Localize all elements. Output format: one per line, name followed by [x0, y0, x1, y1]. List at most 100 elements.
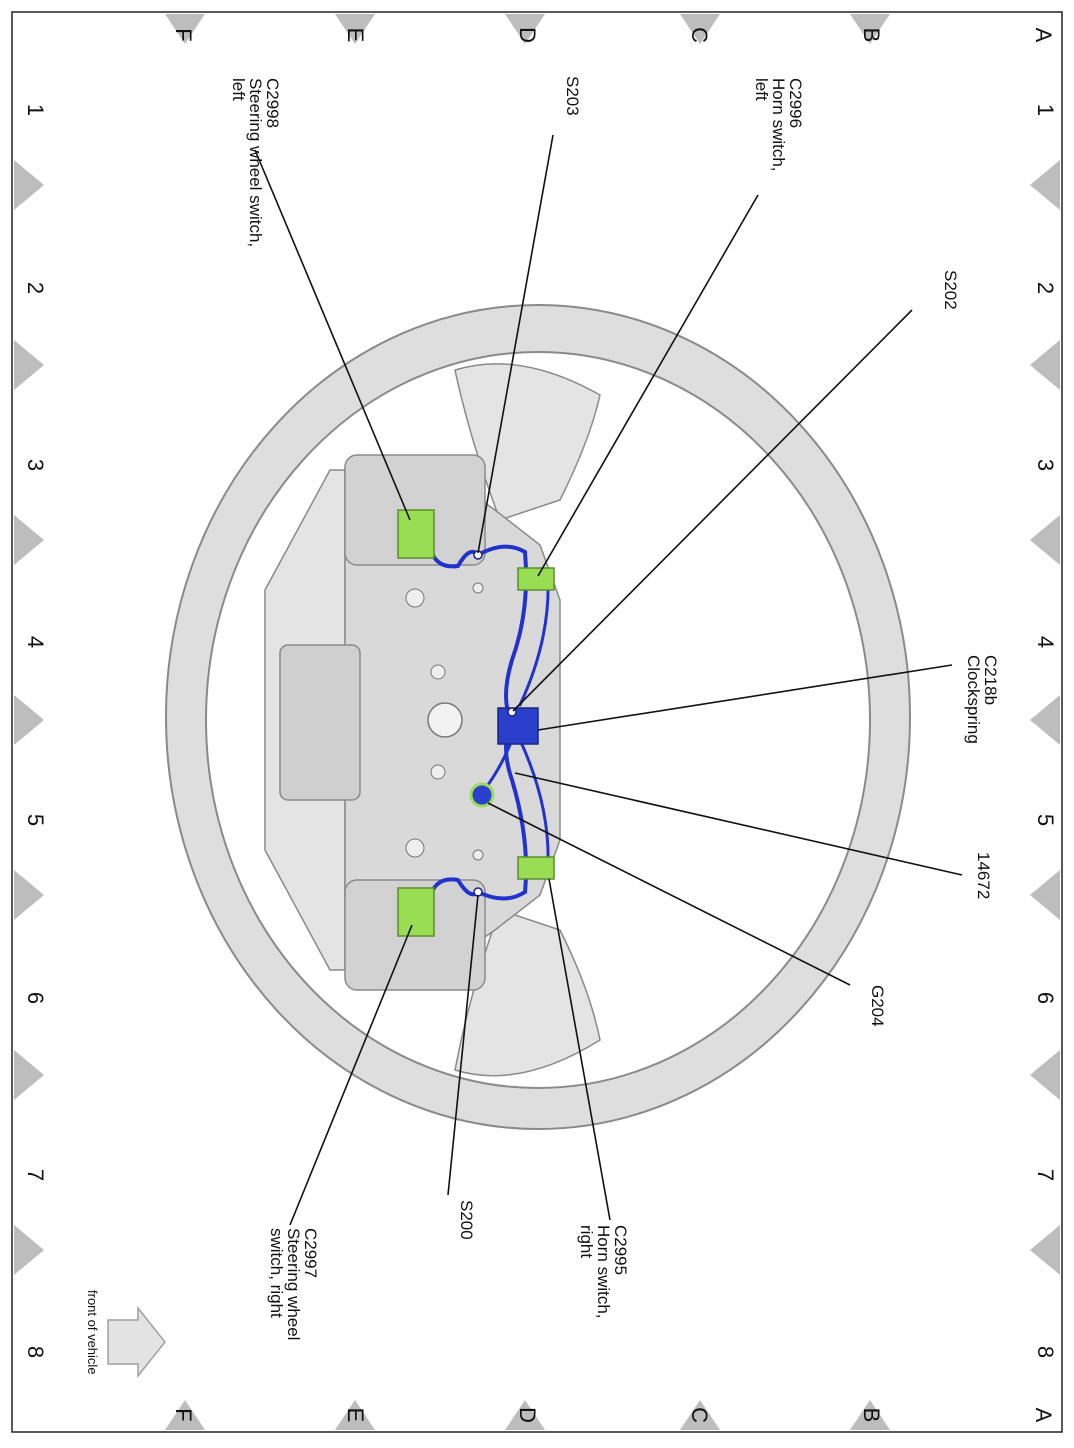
- callout-c2995-line3: right: [577, 1225, 596, 1258]
- connector-c2997: [397, 887, 435, 937]
- ground-g204: [469, 782, 495, 808]
- bolt-hole-2: [430, 764, 446, 780]
- grid-col-5-right: 5: [1033, 814, 1058, 826]
- callout-c2998-line3: left: [229, 78, 248, 101]
- callout-s202: S202: [941, 270, 960, 310]
- grid-row-f-bottom: F: [171, 1408, 196, 1421]
- connectors: [397, 509, 555, 937]
- callout-c2998: C2998 Steering wheel switch, left: [229, 78, 282, 247]
- grid-row-c-bottom: C: [687, 1407, 712, 1423]
- grid-row-e-bottom: E: [343, 1408, 368, 1423]
- grid-row-b-bottom: B: [859, 1408, 884, 1423]
- bolt-hole-1: [430, 664, 446, 680]
- grid-col-1-right: 1: [1033, 104, 1058, 116]
- splice-s200: [473, 887, 483, 897]
- callout-c2998-line1: C2998: [263, 78, 282, 128]
- grid-col-3-left: 3: [23, 459, 48, 471]
- harness-horn-upper: [518, 578, 550, 707]
- grid-col-8-right: 8: [1033, 1346, 1058, 1358]
- callout-s203-line1: S203: [563, 76, 582, 116]
- grid-col-labels-left: 1 2 3 4 5 6 7 8: [23, 104, 48, 1358]
- wheel-rim: [165, 303, 911, 1131]
- callout-c2997-line1: C2997: [301, 1228, 320, 1278]
- callout-s200: S200: [457, 1200, 476, 1240]
- callout-s203: S203: [563, 76, 582, 116]
- callout-c2996: C2996 Horn switch, left: [752, 78, 805, 172]
- grid-row-d-top: D: [515, 27, 540, 43]
- grid-row-labels-bottom: A B C D E F: [171, 1407, 1056, 1423]
- grid-row-f-top: F: [171, 28, 196, 41]
- grid-col-2-left: 2: [23, 282, 48, 294]
- grid-col-6-left: 6: [23, 992, 48, 1004]
- grid-col-labels-right: 1 2 3 4 5 6 7 8: [1033, 104, 1058, 1358]
- bolt-hole-6: [472, 849, 484, 861]
- callout-c2995-line2: Horn switch,: [594, 1225, 613, 1319]
- grid-row-d-bottom: D: [515, 1407, 540, 1423]
- callout-s200-line1: S200: [457, 1200, 476, 1240]
- grid-col-8-left: 8: [23, 1346, 48, 1358]
- callout-c2997-line3: switch, right: [267, 1228, 286, 1318]
- callout-c2995-line1: C2995: [611, 1225, 630, 1275]
- grid-col-7-right: 7: [1033, 1169, 1058, 1181]
- callout-c2995: C2995 Horn switch, right: [577, 1225, 630, 1319]
- callout-c2997-line2: Steering wheel: [284, 1228, 303, 1340]
- leader-c218b: [537, 664, 953, 731]
- harness-branch-upper-left: [426, 533, 527, 569]
- callout-labels: C2996 Horn switch, left S203 C2998 Steer…: [229, 76, 1000, 1340]
- bolt-hole-5: [472, 582, 484, 594]
- grid-col-1-left: 1: [23, 104, 48, 116]
- front-of-vehicle-label: front of vehicle: [85, 1290, 100, 1375]
- grid-col-6-right: 6: [1033, 992, 1058, 1004]
- callout-c2996-line1: C2996: [786, 78, 805, 128]
- steering-wheel: [165, 303, 911, 1131]
- connector-c2998: [397, 509, 435, 559]
- grid-row-e-top: E: [343, 28, 368, 43]
- harness-horn-lower: [518, 738, 550, 867]
- leader-c2997: [289, 924, 413, 1226]
- leader-c2996: [537, 194, 759, 577]
- callout-c2996-line2: Horn switch,: [769, 78, 788, 172]
- connector-c2996: [517, 567, 555, 591]
- bolt-hole-3: [405, 588, 425, 608]
- leader-s203: [477, 134, 554, 554]
- grid-row-b-top: B: [859, 28, 884, 43]
- grid-col-2-right: 2: [1033, 282, 1058, 294]
- harness-branch-lower-left: [426, 877, 527, 912]
- callout-c2996-line3: left: [752, 78, 771, 101]
- grid-row-c-top: C: [687, 27, 712, 43]
- leader-c2995: [548, 878, 611, 1221]
- callout-c218b: C218b Clockspring: [964, 655, 1000, 744]
- center-bore: [427, 702, 463, 738]
- grid-col-7-left: 7: [23, 1169, 48, 1181]
- leader-s200: [447, 894, 479, 1196]
- callout-c2998-line2: Steering wheel switch,: [246, 78, 265, 247]
- callout-g204: G204: [868, 985, 887, 1027]
- front-of-vehicle-indicator: front of vehicle: [85, 1290, 166, 1379]
- grid-row-a-bottom: A: [1031, 1408, 1056, 1423]
- wheel-spoke-lower: [454, 909, 601, 1077]
- airbag-recess: [279, 644, 361, 801]
- leader-14672: [514, 772, 963, 876]
- grid-row-labels-top: A B C D E F: [171, 27, 1056, 43]
- grid-col-4-left: 4: [23, 636, 48, 648]
- leader-g204: [487, 802, 851, 986]
- grid-col-5-left: 5: [23, 814, 48, 826]
- leader-lines: [254, 134, 963, 1226]
- grid-col-4-right: 4: [1033, 636, 1058, 648]
- callout-c218b-line2: Clockspring: [964, 655, 983, 744]
- grid-row-a-top: A: [1031, 28, 1056, 43]
- connector-c2995: [517, 856, 555, 880]
- grid-col-3-right: 3: [1033, 459, 1058, 471]
- front-arrow-icon: [107, 1305, 166, 1379]
- callout-14672-line1: 14672: [974, 852, 993, 899]
- callout-g204-line1: G204: [868, 985, 887, 1027]
- callout-c218b-line1: C218b: [981, 655, 1000, 705]
- bolt-hole-4: [405, 838, 425, 858]
- leader-s202: [512, 309, 913, 712]
- callout-14672: 14672: [974, 852, 993, 899]
- leader-c2998: [254, 149, 411, 521]
- connector-c218b: [497, 707, 539, 745]
- callout-c2997: C2997 Steering wheel switch, right: [267, 1228, 320, 1340]
- callout-s202-line1: S202: [941, 270, 960, 310]
